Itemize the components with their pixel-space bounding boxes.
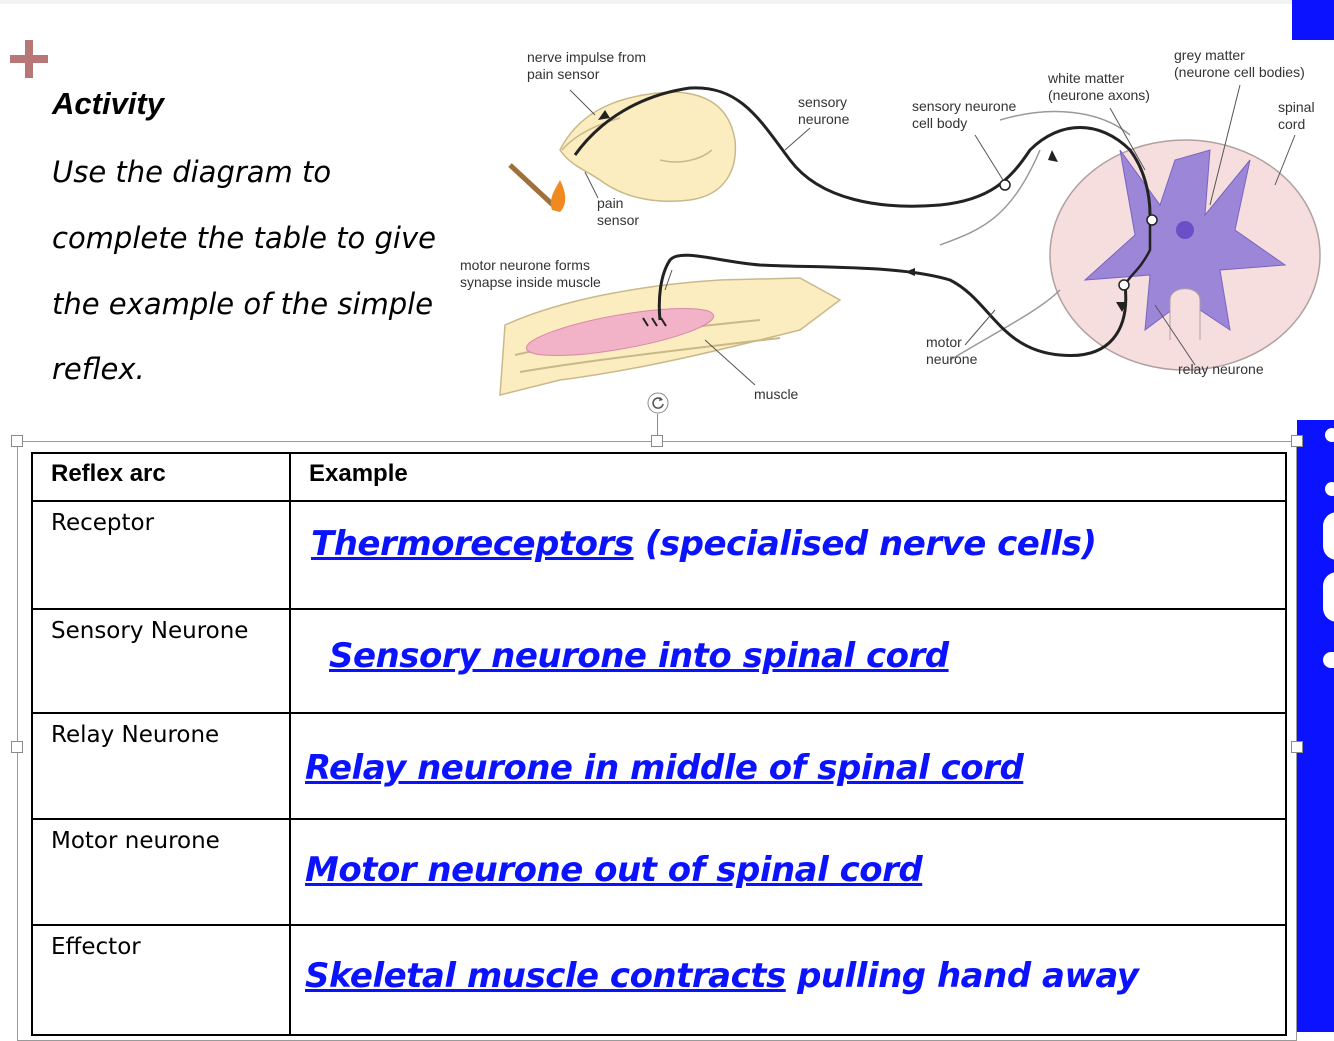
label-white-matter-1: white matter	[1047, 70, 1125, 86]
answer-cell-effector[interactable]: Skeletal muscle contracts pulling hand a…	[289, 924, 1287, 1036]
label-spinal-cord-2: cord	[1278, 116, 1305, 132]
answer-receptor-rest: (specialised nerve cells)	[633, 524, 1097, 564]
table-row: Effector Skeletal muscle contracts pulli…	[31, 924, 1287, 1036]
answer-effector-rest: pulling hand away	[785, 956, 1139, 996]
label-sensory-neurone-1: sensory	[798, 94, 847, 110]
header-example: Example	[289, 452, 1287, 502]
label-relay-neurone: relay neurone	[1178, 361, 1264, 377]
label-nerve-impulse-2: pain sensor	[527, 66, 600, 82]
table-row: Sensory Neurone Sensory neurone into spi…	[31, 608, 1287, 714]
answer-cell-sensory-neurone[interactable]: Sensory neurone into spinal cord	[289, 608, 1287, 714]
row-label-effector: Effector	[31, 924, 291, 1036]
plus-icon[interactable]	[10, 40, 48, 78]
reflex-arc-diagram[interactable]: nerve impulse from pain sensor sensory n…	[455, 40, 1334, 410]
label-cell-body-1: sensory neurone	[912, 98, 1017, 114]
rotate-handle-stem	[657, 414, 658, 436]
label-muscle: muscle	[754, 386, 799, 402]
label-spinal-cord-1: spinal	[1278, 99, 1315, 115]
muscle-shape	[525, 307, 715, 357]
resize-handle-top-right[interactable]	[1291, 435, 1303, 447]
label-cell-body-2: cell body	[912, 115, 967, 131]
row-label-receptor: Receptor	[31, 500, 291, 610]
label-motor-neurone-1: motor	[926, 334, 962, 350]
neurone-pathways	[573, 86, 1158, 358]
match-illustration	[508, 163, 566, 212]
answer-relay-neurone: Relay neurone in middle of spinal cord	[305, 748, 1024, 788]
answer-receptor-underlined: Thermoreceptors	[311, 524, 634, 564]
label-pain-sensor-1: pain	[597, 195, 623, 211]
answer-sensory-neurone: Sensory neurone into spinal cord	[329, 636, 949, 676]
answer-cell-receptor[interactable]: Thermoreceptors (specialised nerve cells…	[289, 500, 1287, 610]
resize-handle-middle-left[interactable]	[11, 741, 23, 753]
row-label-sensory-neurone: Sensory Neurone	[31, 608, 291, 714]
table-row: Motor neurone Motor neurone out of spina…	[31, 818, 1287, 926]
spinal-cord-illustration	[939, 110, 1321, 371]
rotate-icon[interactable]	[647, 392, 669, 414]
hand-illustration	[559, 91, 737, 203]
label-white-matter-2: (neurone axons)	[1048, 87, 1150, 103]
table-header-row: Reflex arc Example	[31, 452, 1287, 502]
activity-heading: Activity	[52, 86, 164, 121]
instruction-line-3: the example of the simple	[52, 287, 434, 321]
resize-handle-middle-right[interactable]	[1291, 741, 1303, 753]
label-motor-neurone-2: neurone	[926, 351, 978, 367]
resize-handle-top-left[interactable]	[11, 435, 23, 447]
label-motor-synapse-1: motor neurone forms	[460, 257, 590, 273]
answer-effector-underlined: Skeletal muscle contracts	[305, 956, 786, 996]
resize-handle-top-middle[interactable]	[651, 435, 663, 447]
answer-cell-relay-neurone[interactable]: Relay neurone in middle of spinal cord	[289, 712, 1287, 820]
label-grey-matter-2: (neurone cell bodies)	[1174, 64, 1305, 80]
label-grey-matter-1: grey matter	[1174, 47, 1245, 63]
instruction-line-2: complete the table to give	[52, 221, 436, 255]
label-nerve-impulse-1: nerve impulse from	[527, 49, 646, 65]
label-pain-sensor-2: sensor	[597, 212, 639, 228]
side-bar	[1297, 420, 1334, 1032]
row-label-motor-neurone: Motor neurone	[31, 818, 291, 926]
arm-illustration	[499, 277, 842, 396]
header-reflex-arc: Reflex arc	[31, 452, 291, 502]
label-motor-synapse-2: synapse inside muscle	[460, 274, 601, 290]
answer-cell-motor-neurone[interactable]: Motor neurone out of spinal cord	[289, 818, 1287, 926]
table-row: Relay Neurone Relay neurone in middle of…	[31, 712, 1287, 820]
reflex-arc-table: Reflex arc Example Receptor Thermorecept…	[31, 452, 1287, 1036]
row-label-relay-neurone: Relay Neurone	[31, 712, 291, 820]
answer-motor-neurone: Motor neurone out of spinal cord	[305, 850, 923, 890]
label-sensory-neurone-2: neurone	[798, 111, 850, 127]
top-rule	[0, 0, 1334, 4]
instruction-line-1: Use the diagram to	[52, 155, 332, 189]
instruction-line-4: reflex.	[52, 352, 145, 386]
side-bar-top	[1292, 0, 1334, 40]
table-row: Receptor Thermoreceptors (specialised ne…	[31, 500, 1287, 610]
leader-lines	[569, 84, 1296, 386]
